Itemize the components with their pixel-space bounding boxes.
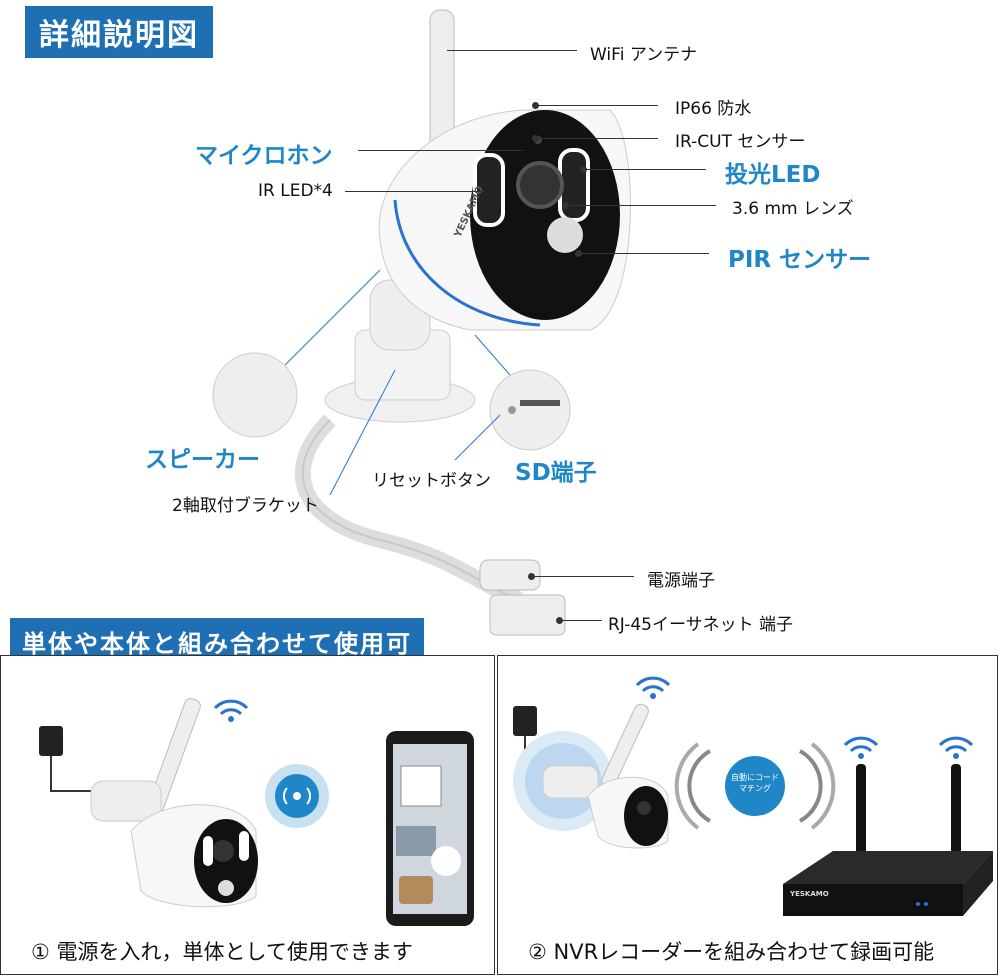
label-ir-led: IR LED*4	[258, 181, 333, 201]
camera-illustration: YESKAMO	[212, 9, 631, 636]
label-speaker: スピーカー	[145, 447, 260, 473]
auto-code-line1: 自動にコード	[731, 773, 779, 782]
label-ip66: IP66 防水	[675, 99, 752, 119]
page-title: 詳細説明図	[25, 6, 213, 58]
label-ir-cut: IR-CUT センサー	[675, 132, 806, 152]
label-pir-sensor: PIR センサー	[728, 247, 872, 273]
nvr-brand: YESKAMO	[790, 890, 829, 898]
label-floodlight-led: 投光LED	[725, 162, 821, 188]
panel-nvr: 自動にコード マチング YESKAMO ② NVRレコーダーを組み合わせて録画可…	[497, 655, 998, 975]
label-rj45-port: RJ-45イーサネット 端子	[608, 615, 794, 635]
label-bracket: 2軸取付ブラケット	[172, 496, 319, 516]
label-sd-slot: SD端子	[515, 460, 597, 486]
panel-standalone: ① 電源を入れ，単体として使用できます	[0, 655, 495, 975]
auto-code-line2: マチング	[739, 784, 771, 793]
label-lens: 3.6 mm レンズ	[732, 199, 854, 219]
auto-code-badge: 自動にコード マチング	[730, 772, 780, 794]
label-reset-button: リセットボタン	[372, 471, 491, 491]
label-wifi-antenna: WiFi アンテナ	[590, 45, 698, 65]
label-power-port: 電源端子	[647, 571, 715, 591]
label-microphone: マイクロホン	[195, 143, 333, 169]
caption-standalone: ① 電源を入れ，単体として使用できます	[31, 940, 413, 964]
caption-nvr: ② NVRレコーダーを組み合わせて録画可能	[528, 940, 935, 964]
